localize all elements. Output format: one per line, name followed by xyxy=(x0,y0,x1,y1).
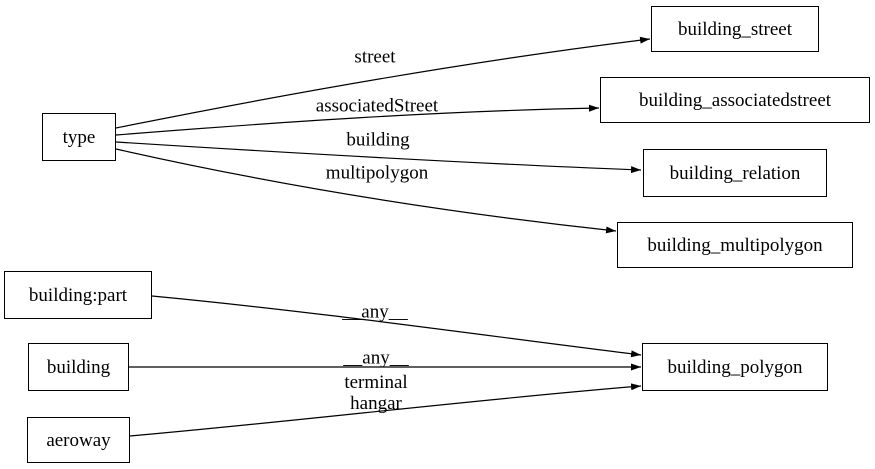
edge-type-building_associatedstreet xyxy=(115,104,600,136)
node-building-multipolygon: building_multipolygon xyxy=(617,222,853,268)
edge-label-street: street xyxy=(354,46,396,68)
edge-label-terminal-hangar: terminal hangar xyxy=(344,372,408,414)
node-building-part: building:part xyxy=(4,271,152,319)
edge-label-multipolygon: multipolygon xyxy=(325,162,429,184)
edge-type-building_street xyxy=(115,36,651,129)
node-building-polygon: building_polygon xyxy=(642,343,828,391)
edge-label-building: building xyxy=(346,129,410,151)
edge-aeroway-building_polygon xyxy=(129,383,642,437)
edge-label-any-1: __any__ xyxy=(342,301,408,323)
edge-buildingpart-building_polygon xyxy=(151,295,642,358)
node-building-street: building_street xyxy=(651,6,819,52)
edge-label-associatedstreet: associatedStreet xyxy=(315,95,439,117)
edge-type-building_relation xyxy=(115,141,642,174)
node-aeroway: aeroway xyxy=(27,417,130,463)
node-building-relation: building_relation xyxy=(643,149,827,197)
edge-label-any-2: __any__ xyxy=(343,347,409,369)
edge-type-building_multipolygon xyxy=(115,148,617,234)
node-building: building xyxy=(28,343,129,391)
node-type: type xyxy=(42,113,116,161)
node-building-associatedstreet: building_associatedstreet xyxy=(600,77,870,123)
